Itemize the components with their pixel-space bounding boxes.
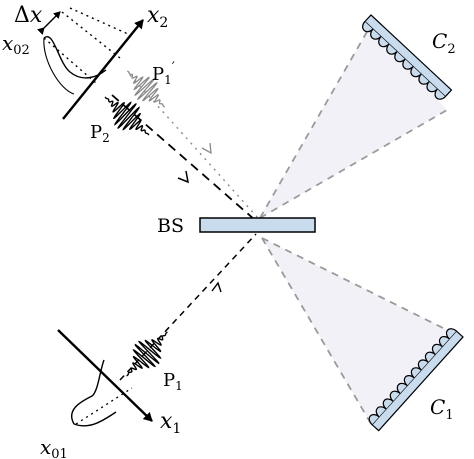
detector-c1 (368, 328, 464, 432)
beam-p1-path (119, 233, 257, 381)
detector-c2 (362, 14, 453, 100)
x2-label: x2 (147, 3, 168, 31)
beam-p2-direction-arrow (177, 170, 189, 184)
delta-x-double-arrow (36, 11, 61, 36)
beam-p1prime-direction-arrow (201, 142, 212, 155)
x02-dotted-marker (43, 37, 97, 84)
p2-label: P2 (90, 122, 110, 145)
cone-c1-edge-top (261, 237, 452, 333)
x1-label: x1 (160, 409, 181, 437)
upper-gaussian-profile (43, 36, 107, 79)
cone-c2-edge-top (259, 22, 373, 219)
bs-label: BS (157, 215, 184, 237)
c1-label: C1 (430, 395, 454, 423)
detector-array-icon (368, 328, 464, 432)
x01-label: x01 (40, 435, 68, 459)
upper-gaussian-tail (43, 37, 75, 95)
cone-c1-edge-bottom (261, 237, 371, 423)
shifted-dotted-marker (61, 11, 121, 59)
shifted-dotted-marker-2 (69, 7, 129, 35)
delta-x-label: Δx (14, 3, 43, 28)
lower-gaussian-right (73, 411, 117, 427)
c2-label: C2 (432, 29, 456, 57)
p1-label: P1 (163, 370, 183, 393)
wavepacket-p2 (104, 96, 150, 136)
beam-p2-path (111, 94, 256, 221)
wavepacket-p1 (126, 331, 168, 377)
p1prime-label: P1′ (152, 60, 175, 87)
x02-label: x02 (2, 31, 30, 58)
x1-axis-arrow (57, 329, 153, 422)
detector-c1-cone (262, 238, 451, 422)
x01-dotted-marker (75, 387, 133, 425)
cone-c2-edge-bottom (259, 109, 448, 219)
detector-c2-cone (260, 23, 447, 218)
lower-gaussian-profile (71, 359, 105, 425)
detector-array-icon (362, 14, 453, 100)
beamsplitter-icon (199, 217, 316, 233)
beam-p1-direction-arrow (211, 281, 222, 293)
wavepacket-p1prime (126, 70, 166, 108)
x2-axis-arrow (62, 19, 144, 120)
wavepacket-group (104, 70, 168, 377)
